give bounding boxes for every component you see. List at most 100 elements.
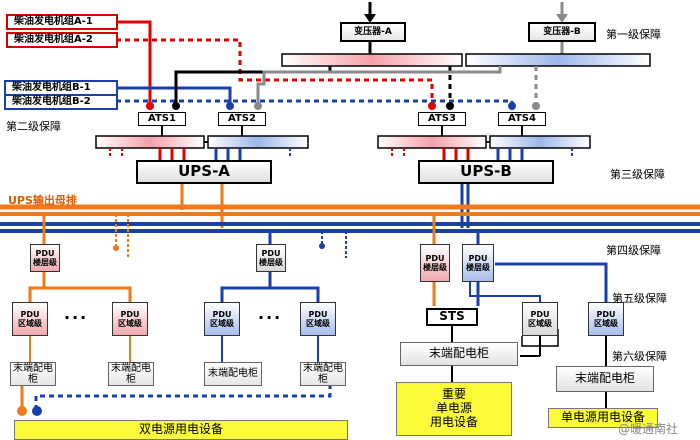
gen-b1-line: [116, 86, 232, 104]
bar-side-feeders: [109, 148, 405, 158]
lv-bus-b: [465, 53, 651, 67]
level-6-label: 第六级保障: [612, 350, 667, 363]
terminal-cabinet-5-label: 末端配电柜: [428, 346, 489, 361]
terminal-cabinet-5[interactable]: 末端配电柜: [400, 342, 518, 366]
ats1-label: ATS1: [148, 113, 176, 125]
terminal-cabinet-2-label: 末端配电柜: [111, 362, 151, 386]
ats2[interactable]: ATS2: [218, 112, 266, 126]
ups-b[interactable]: UPS-B: [418, 160, 554, 184]
terminal-cabinet-6[interactable]: 末端配电柜: [556, 366, 654, 392]
gen-a1-line: [116, 20, 152, 104]
feed-b-arrow: [556, 14, 568, 23]
pdu-zone-6-title: PDU: [596, 309, 616, 319]
dual-load-dot-orange: [17, 406, 27, 416]
floor1-to-zone2: [44, 286, 132, 302]
ats1[interactable]: ATS1: [138, 112, 186, 126]
generator-a2[interactable]: 柴油发电机组A-2: [6, 32, 118, 48]
dual-power-load[interactable]: 双电源用电设备: [14, 420, 348, 440]
generator-a2-label: 柴油发电机组A-2: [14, 34, 93, 46]
floor2-to-zone4: [270, 286, 320, 302]
ats4-blue-dot: [508, 102, 516, 110]
terminal-cabinet-2[interactable]: 末端配电柜: [108, 362, 154, 386]
terminal-cabinet-3[interactable]: 末端配电柜: [204, 362, 262, 386]
ats1-black-dot: [172, 102, 180, 110]
ups-b-input-bar-blue: [489, 135, 591, 149]
important-load-line-2: 单电源: [435, 401, 472, 416]
trans-b-to-ats2: [256, 66, 502, 104]
pdu-floor-2-title: PDU: [261, 248, 281, 258]
ups-a-red-feeders: [158, 148, 470, 160]
ats3-black-dot: [446, 102, 454, 110]
level-4-label: 第四级保障: [606, 244, 661, 257]
terminal-cabinet-1-label: 末端配电柜: [13, 362, 53, 386]
pdu-floor-2-sub: 楼层级: [259, 258, 283, 267]
pdu-floor-3-sub: 楼层级: [423, 263, 447, 272]
ups-a-label: UPS-A: [178, 162, 230, 181]
ups-a-blue-feeders: [214, 148, 524, 160]
transformer-b[interactable]: 变压器-B: [528, 22, 596, 42]
watermark: @暖通南社: [618, 422, 679, 436]
terminal-cabinet-6-label: 末端配电柜: [574, 371, 635, 386]
generator-a1[interactable]: 柴油发电机组A-1: [6, 14, 118, 30]
terminal-cabinet-3-label: 末端配电柜: [208, 368, 258, 380]
ats4-label: ATS4: [508, 113, 536, 125]
ats3-label: ATS3: [428, 113, 456, 125]
single-power-load[interactable]: 单电源用电设备: [548, 408, 658, 428]
sts-switch[interactable]: STS: [426, 308, 478, 326]
feed-a-arrow: [364, 14, 376, 23]
terminal-cabinet-1[interactable]: 末端配电柜: [10, 362, 56, 386]
ats4-gray-dot: [532, 102, 540, 110]
dual-load-dot-blue: [32, 406, 42, 416]
terminal-cabinet-4[interactable]: 末端配电柜: [300, 362, 346, 386]
ats2-label: ATS2: [228, 113, 256, 125]
generator-a1-label: 柴油发电机组A-1: [14, 16, 93, 28]
ats4[interactable]: ATS4: [498, 112, 546, 126]
ups-bus-label: UPS输出母排: [8, 194, 77, 207]
transformer-a-label: 变压器-A: [354, 26, 392, 37]
generator-b2[interactable]: 柴油发电机组B-2: [4, 94, 118, 110]
generator-b1-label: 柴油发电机组B-1: [12, 82, 91, 94]
level-1-label: 第一级保障: [606, 28, 661, 41]
dual-power-load-label: 双电源用电设备: [138, 422, 223, 437]
pdu-zone-1-sub: 区域级: [18, 319, 42, 328]
level-2-label: 第二级保障: [6, 120, 61, 133]
ups-a[interactable]: UPS-A: [136, 160, 272, 184]
floor2-to-zone3: [220, 270, 272, 302]
pdu-floor-1-title: PDU: [35, 248, 55, 258]
pdu-floor-3-title: PDU: [425, 253, 445, 263]
pdu-zone-2-sub: 区域级: [118, 319, 142, 328]
important-single-load[interactable]: 重要 单电源 用电设备: [396, 382, 512, 436]
ups-b-label: UPS-B: [460, 162, 512, 181]
pdu-zone-5-title: PDU: [530, 309, 550, 319]
generator-b2-label: 柴油发电机组B-2: [12, 96, 91, 108]
spare-tap-dot-1: [113, 245, 119, 251]
sts-label: STS: [439, 309, 465, 324]
ellipsis-orange: ···: [64, 308, 89, 327]
pdu-zone-4-title: PDU: [308, 309, 328, 319]
ats3[interactable]: ATS3: [418, 112, 466, 126]
ats3-red-dot: [428, 102, 436, 110]
transformer-b-label: 变压器-B: [543, 26, 581, 37]
pdu-zone-5-sub: 区域级: [528, 319, 552, 328]
ups-b-input-bar-red: [377, 135, 487, 149]
dual-load-blue: [34, 386, 332, 410]
pdu-zone-6-sub: 区域级: [594, 319, 618, 328]
pdu4-to-zone6: [495, 262, 608, 302]
ats2-gray-dot: [254, 102, 262, 110]
pdu-floor-1-sub: 楼层级: [33, 258, 57, 267]
pdu-zone-1-title: PDU: [20, 309, 40, 319]
spare-tap-dot-3: [319, 243, 325, 249]
bar-side-feeders-blue: [289, 148, 573, 158]
transformer-a[interactable]: 变压器-A: [340, 22, 406, 42]
